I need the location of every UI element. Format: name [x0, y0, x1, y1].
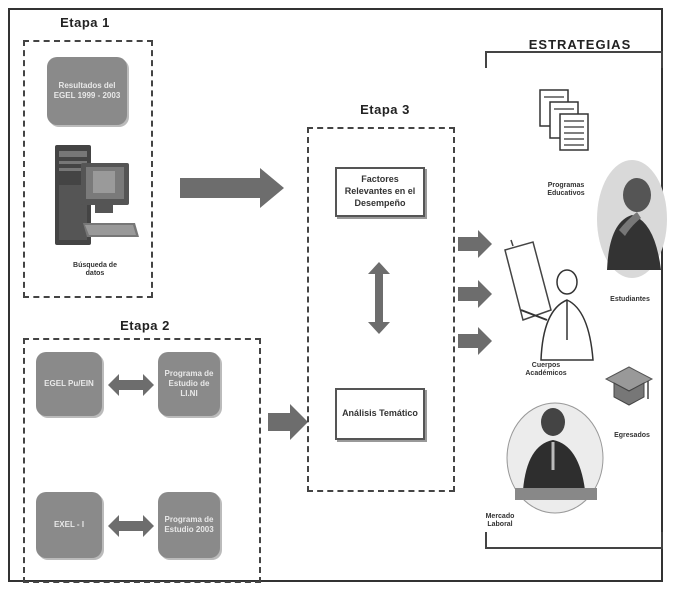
arrow-stage1-to-stage3-icon	[180, 168, 284, 208]
study-program-box-1: Programa de Estudio de LI.NI	[158, 352, 220, 416]
egel-box-1: EGEL Pu/EIN	[36, 352, 102, 416]
vertical-double-arrow-icon	[368, 262, 390, 334]
double-arrow-row2-icon	[108, 515, 154, 537]
study-program-box-2: Programa de Estudio 2003	[158, 492, 220, 558]
labor-market-photo-icon	[506, 402, 604, 514]
student-photo-icon	[597, 160, 667, 278]
programs-label: Programas Educativos	[547, 182, 585, 198]
thematic-analysis-box: Análisis Temático	[335, 388, 425, 440]
teacher-board-icon	[504, 239, 594, 361]
teachers-label: Cuerpos Académicos	[525, 362, 567, 378]
double-arrow-row1-icon	[108, 374, 154, 396]
egel-box-2: EXEL - I	[36, 492, 102, 558]
arrow-strategies-3-icon	[458, 327, 492, 355]
documents-icon	[539, 89, 589, 151]
stage2-box	[23, 338, 261, 583]
results-egel-box: Resultados del EGEL 1999 - 2003	[47, 57, 127, 125]
stage3-title: Etapa 3	[360, 102, 410, 117]
data-search-label: Búsqueda de datos	[73, 262, 117, 278]
graduates-icon	[604, 366, 654, 406]
diagram-frame	[8, 8, 663, 582]
labor-market-label: Mercado Laboral	[485, 513, 515, 529]
stage2-title: Etapa 2	[120, 318, 170, 333]
students-label: Estudiantes	[610, 296, 650, 303]
relevant-factors-box: Factores Relevantes en el Desempeño	[335, 167, 425, 217]
arrow-strategies-1-icon	[458, 230, 492, 258]
stage3-box	[307, 127, 455, 492]
strategies-bracket	[485, 51, 663, 549]
stage1-title: Etapa 1	[60, 15, 110, 30]
computer-icon	[55, 145, 139, 245]
arrow-strategies-2-icon	[458, 280, 492, 308]
graduates-label: Egresados	[614, 432, 650, 439]
stage1-box	[23, 40, 153, 298]
arrow-stage2-to-stage3-icon	[268, 404, 308, 440]
strategies-title: ESTRATEGIAS	[528, 37, 632, 52]
